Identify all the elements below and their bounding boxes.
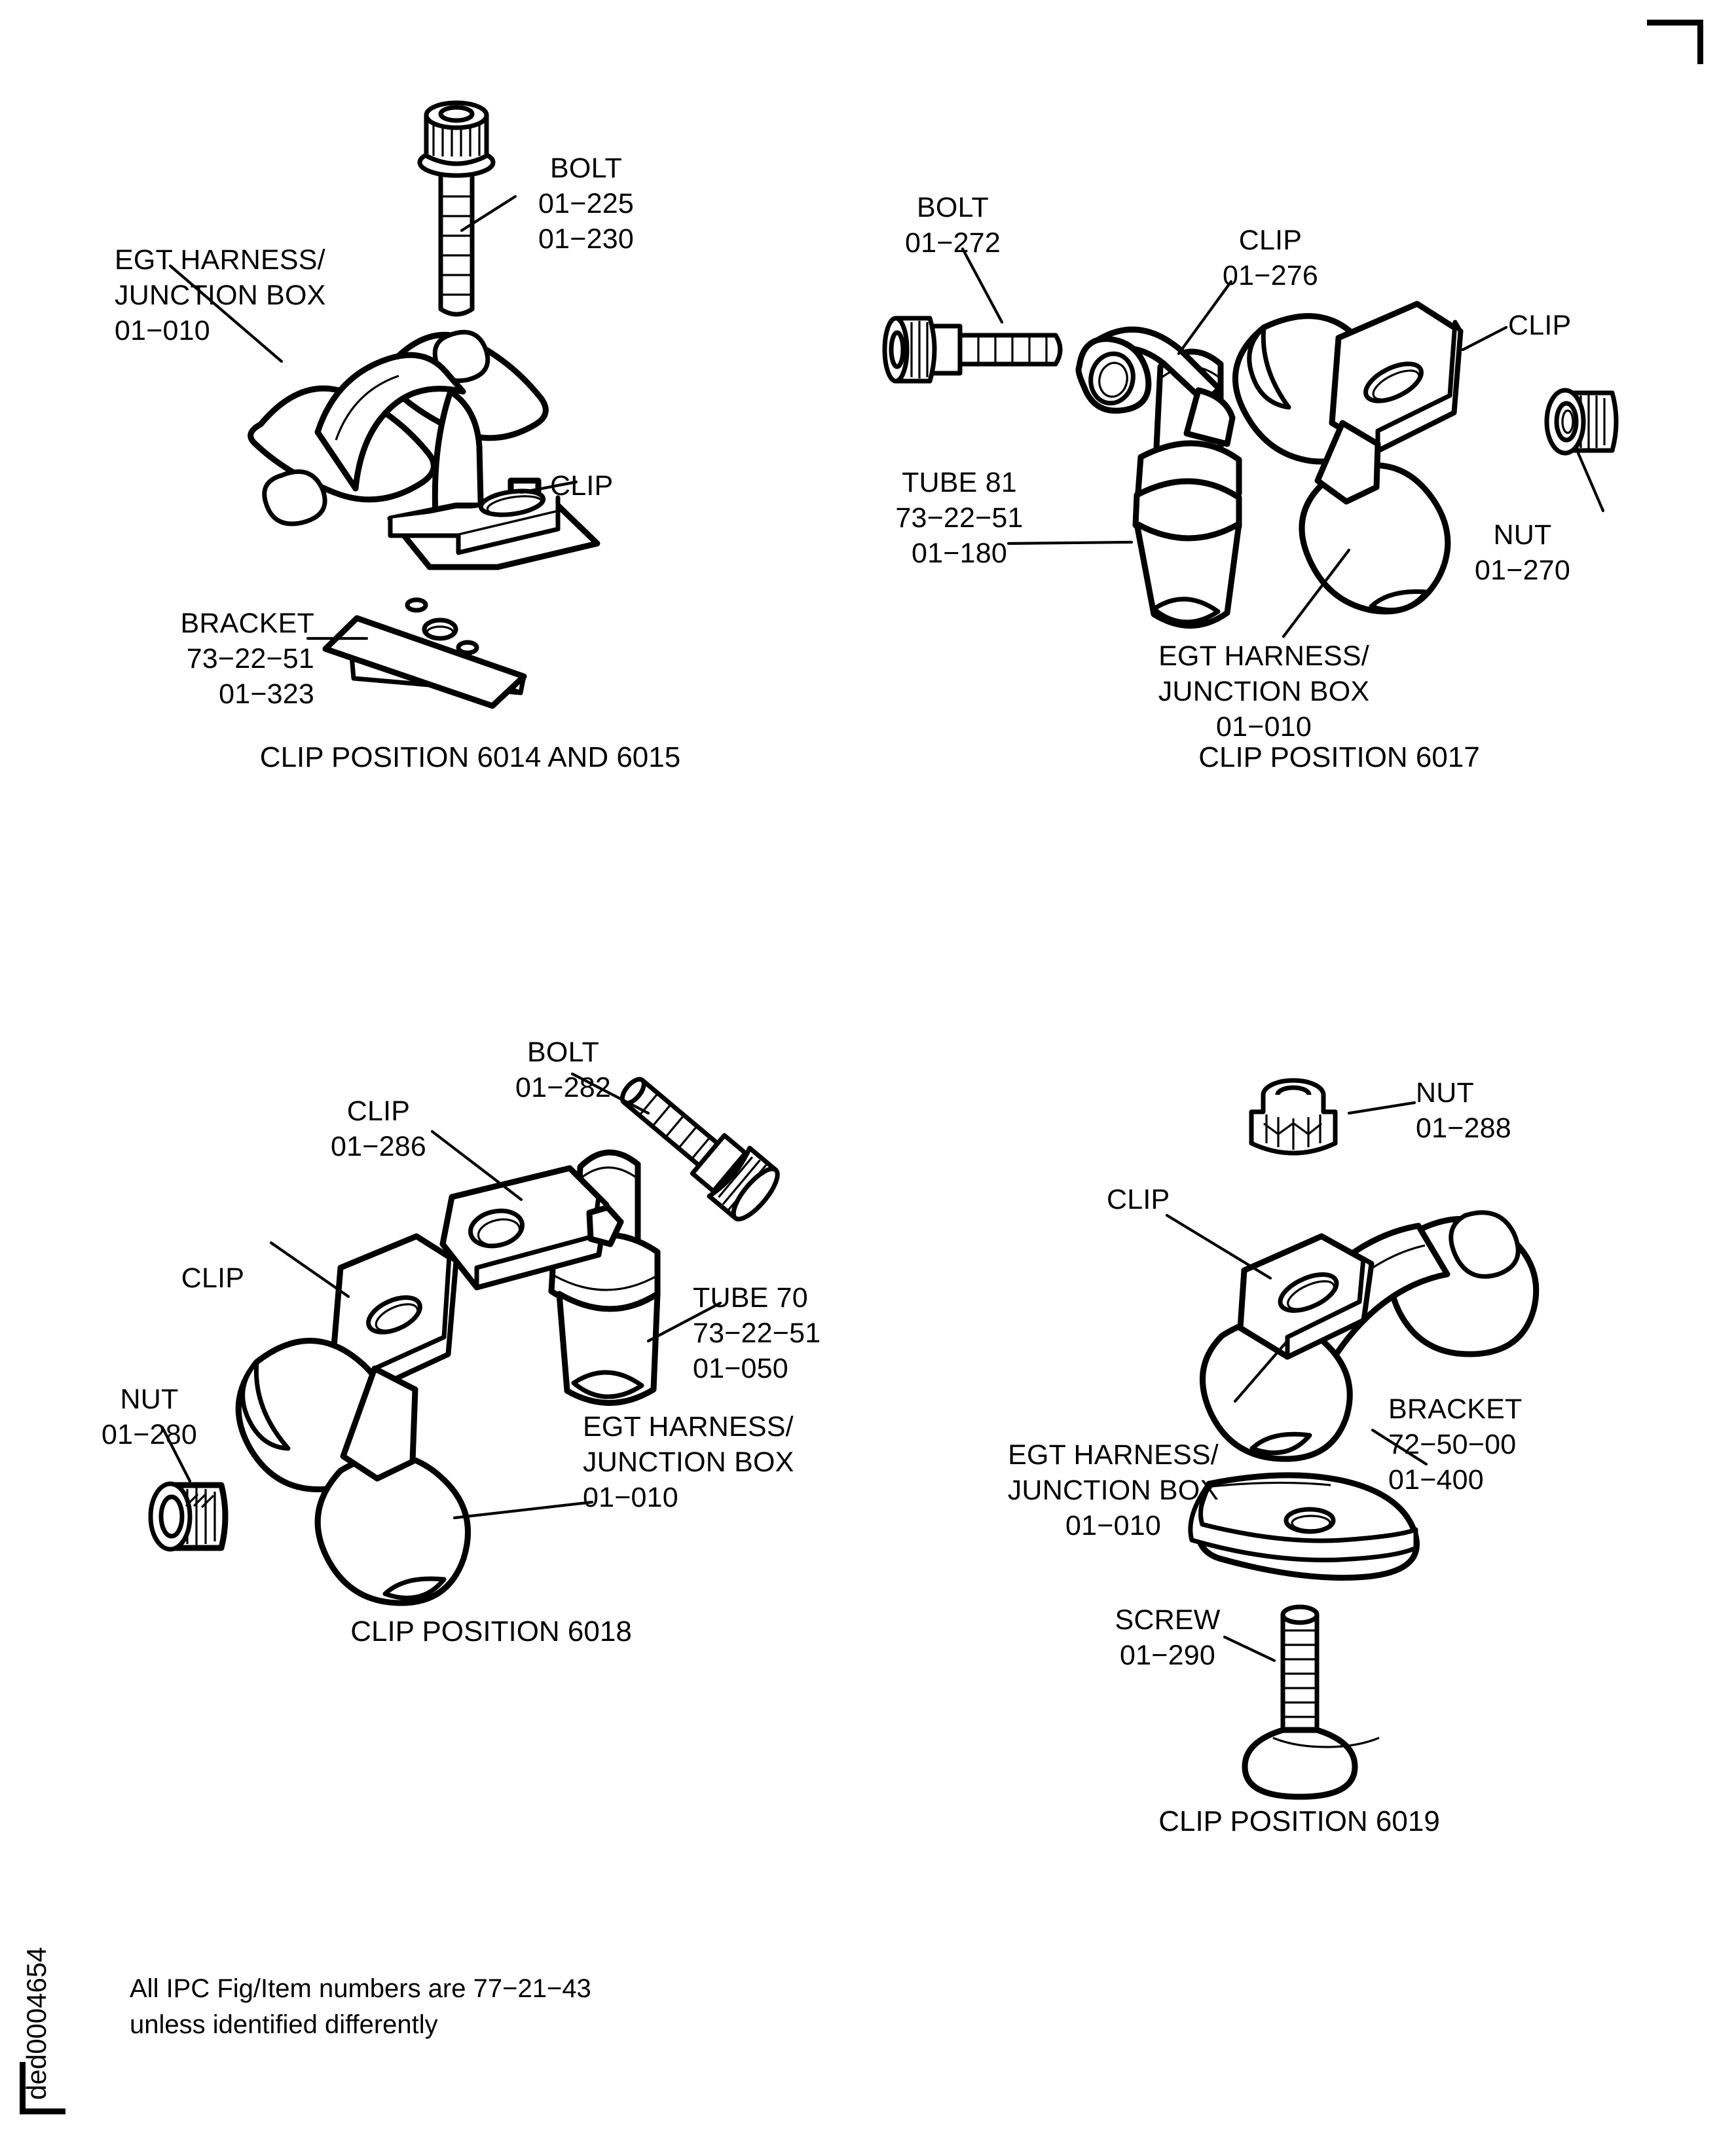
harness-clip-6017-graphic — [1232, 301, 1464, 615]
label-bolt-6014: BOLT 01−225 01−230 — [538, 153, 634, 255]
label-egt-harness-6014: EGT HARNESS/ JUNCTION BOX 01−010 — [115, 244, 326, 346]
bracket-01-323-graphic — [322, 597, 527, 709]
bolt-01-272-graphic — [882, 316, 1063, 384]
bolt-01-282-graphic — [619, 1076, 780, 1222]
footer-note: All IPC Fig/Item numbers are 77−21−43 un… — [130, 1974, 591, 2039]
label-clip-01-276: CLIP 01−276 — [1223, 225, 1318, 291]
label-clip-6019: CLIP — [1107, 1184, 1170, 1215]
harness-clip-6014-graphic — [248, 329, 600, 570]
leader-clip-6018 — [269, 1241, 350, 1298]
label-nut-6019: NUT 01−288 — [1416, 1077, 1511, 1144]
leader-clip-6017-right — [1461, 325, 1508, 352]
label-nut-6017: NUT 01−270 — [1475, 519, 1570, 586]
bracket-01-400-graphic — [1188, 1472, 1420, 1581]
label-egt-harness-6017: EGT HARNESS/ JUNCTION BOX 01−010 — [1158, 640, 1370, 743]
label-clip-6018: CLIP — [181, 1262, 245, 1294]
label-clip-01-286: CLIP 01−286 — [331, 1095, 426, 1162]
label-bolt-6017: BOLT 01−272 — [905, 192, 1001, 259]
assembly-6018-artwork — [148, 1072, 780, 1606]
leader-bolt-6014 — [460, 194, 517, 232]
leader-screw-6019 — [1223, 1635, 1276, 1663]
label-egt-harness-6018: EGT HARNESS/ JUNCTION BOX 01−010 — [583, 1411, 794, 1513]
nut-01-270-graphic — [1544, 388, 1619, 456]
caption-6014-6015: CLIP POSITION 6014 AND 6015 — [259, 741, 681, 773]
harness-clip-6018-graphic — [235, 1233, 471, 1606]
leader-harness-6017 — [1282, 548, 1351, 638]
label-tube-81: TUBE 81 73−22−51 01−180 — [895, 467, 1024, 569]
label-tube-70: TUBE 70 73−22−51 01−050 — [693, 1282, 821, 1384]
leader-tube-81 — [1007, 540, 1134, 545]
label-bracket-6019: BRACKET 72−50−00 01−400 — [1388, 1393, 1523, 1496]
nut-01-280-graphic — [148, 1481, 229, 1552]
leader-harness-6018 — [452, 1500, 594, 1520]
nut-01-288-graphic — [1249, 1078, 1338, 1156]
caption-6017: CLIP POSITION 6017 — [1198, 741, 1480, 773]
leader-nut-6017 — [1576, 451, 1605, 513]
leader-clip-01-286 — [430, 1130, 523, 1202]
figure-id-sidebar: ded0004654 — [21, 1947, 52, 2100]
label-screw-6019: SCREW 01−290 — [1115, 1604, 1221, 1671]
registration-mark-top-right — [1647, 20, 1703, 64]
label-bolt-6018: BOLT 01−282 — [515, 1037, 611, 1103]
label-clip-6014: CLIP — [550, 470, 614, 502]
label-clip-6017-right: CLIP — [1508, 310, 1572, 341]
label-nut-6018: NUT 01−280 — [102, 1384, 197, 1450]
leader-nut-6019 — [1347, 1101, 1416, 1115]
label-bracket-6014: BRACKET 73−22−51 01−323 — [180, 608, 314, 710]
caption-6018: CLIP POSITION 6018 — [350, 1615, 632, 1647]
bolt-01-225-graphic — [417, 100, 496, 317]
label-egt-harness-6019: EGT HARNESS/ JUNCTION BOX 01−010 — [1007, 1439, 1219, 1541]
clip-01-286-tube-70-graphic — [439, 1149, 661, 1406]
leader-clip-6019 — [1165, 1213, 1272, 1280]
leader-harness-6019 — [1233, 1340, 1288, 1403]
registration-mark-bottom-left — [20, 2062, 65, 2114]
caption-6019: CLIP POSITION 6019 — [1158, 1805, 1440, 1837]
tube-81-clip-graphic — [1075, 326, 1242, 629]
screw-01-290-graphic — [1242, 1604, 1380, 1800]
